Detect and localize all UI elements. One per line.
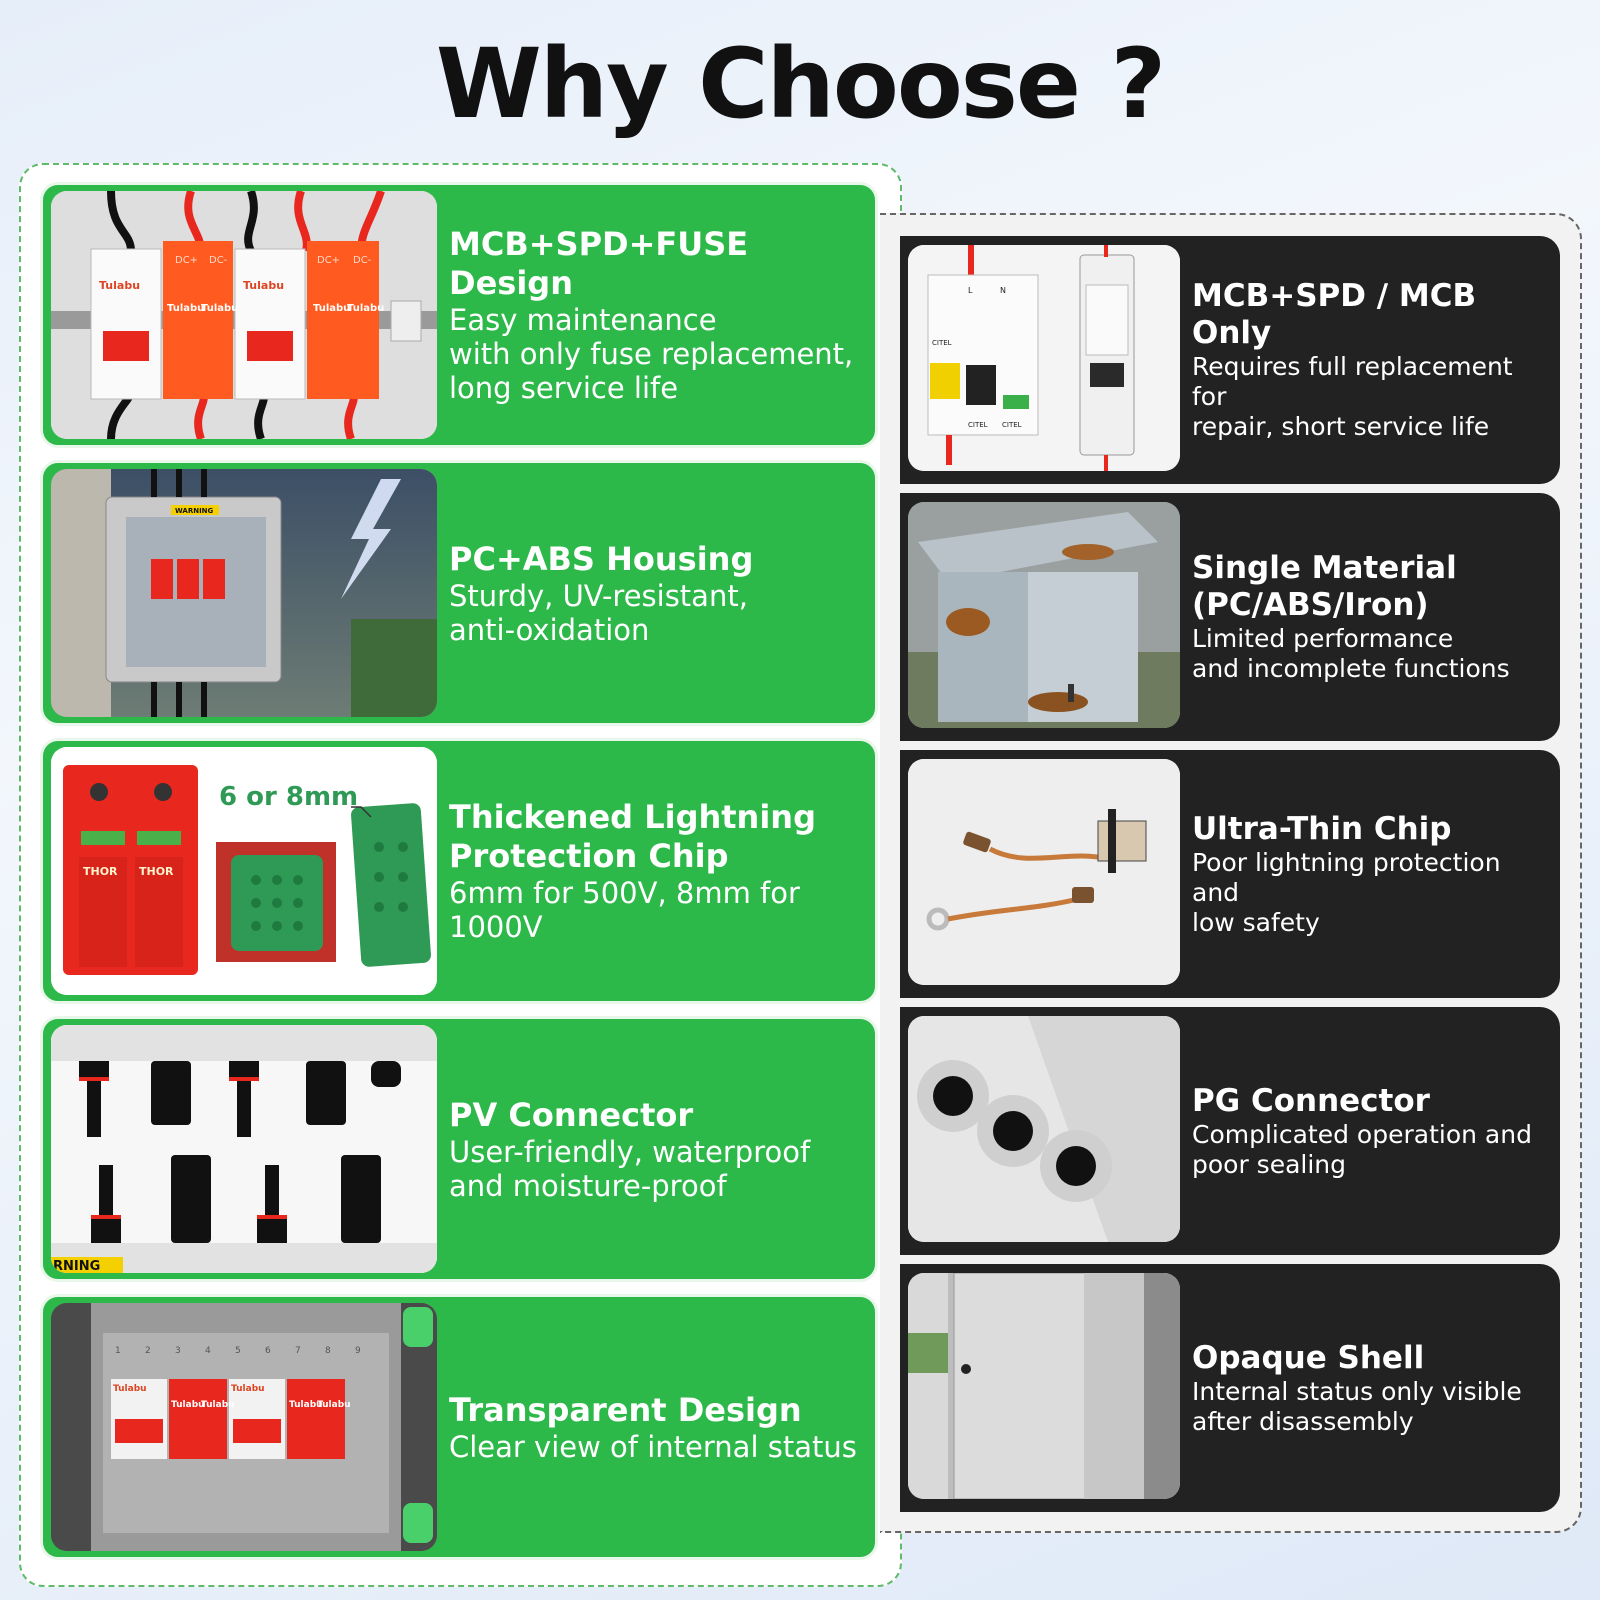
competitor-card-opaque-shell: Opaque Shell Internal status only visibl… (900, 1264, 1560, 1512)
feature-line: Sturdy, UV-resistant, (449, 578, 748, 613)
feature-card-pv-connector: RNING PV Connector User-friendly, waterp… (40, 1016, 878, 1282)
competitor-line: Requires full replacement for (1192, 352, 1513, 411)
feature-card-lightning-chip: THOR THOR 6 or 8mm Thickened Lightning P… (40, 738, 878, 1004)
thin-chip-illustration (908, 759, 1180, 985)
terminal-label: N (1000, 286, 1006, 295)
housing-illustration: WARNING (51, 469, 437, 717)
competitor-line: Complicated operation and (1192, 1119, 1532, 1149)
page-title: Why Choose ? (435, 28, 1166, 140)
brand-label: CITEL (968, 421, 988, 429)
competitor-card-pg-connector: PG Connector Complicated operation and p… (900, 1007, 1560, 1255)
mcb-spd-image: L N CITEL CITEL CITEL (908, 245, 1180, 471)
pv-connector-illustration: RNING (51, 1025, 437, 1273)
chip-image: THOR THOR 6 or 8mm (51, 747, 437, 995)
pv-connector-image: RNING (51, 1025, 437, 1273)
brand-label: Tulabu (171, 1400, 205, 1410)
opaque-shell-image (908, 1273, 1180, 1499)
slot-number: 2 (145, 1346, 151, 1356)
brand-label: Tulabu (243, 279, 284, 292)
thin-chip-image (908, 759, 1180, 985)
brand-label: Tulabu (313, 303, 350, 314)
feature-line: User-friendly, waterproof (449, 1134, 811, 1169)
competitor-line: after disassembly (1192, 1406, 1414, 1436)
feature-heading: Thickened Lightning Protection Chip (449, 798, 816, 875)
competitor-card-mcb-spd: L N CITEL CITEL CITEL MCB+SPD / MCB Only… (900, 236, 1560, 484)
polarity-tag: DC- (353, 255, 372, 266)
housing-storm-image: WARNING (51, 469, 437, 717)
competitor-line: and incomplete functions (1192, 654, 1510, 683)
competitor-line: low safety (1192, 907, 1320, 937)
pg-connector-illustration (908, 1016, 1180, 1242)
terminal-label: L (968, 286, 973, 295)
slot-number: 8 (325, 1346, 331, 1356)
competitor-line: poor sealing (1192, 1149, 1347, 1179)
feature-card-mcb-spd-fuse: Tulabu Tulabu Tulabu Tulabu Tulabu Tulab… (40, 182, 878, 448)
warning-label: WARNING (175, 507, 214, 515)
rusty-box-illustration (908, 502, 1180, 728)
competitor-card-single-material: Single Material (PC/ABS/Iron) Limited pe… (900, 493, 1560, 741)
brand-label: CITEL (932, 339, 952, 347)
polarity-tag: DC- (209, 255, 228, 266)
feature-card-pc-abs-housing: WARNING PC+ABS Housing Sturdy, UV-resist… (40, 460, 878, 726)
brand-label: Tulabu (347, 303, 384, 314)
brand-label: Tulabu (231, 1384, 265, 1394)
slot-number: 3 (175, 1346, 181, 1356)
competitor-heading: PG Connector (1192, 1082, 1430, 1119)
feature-line: 6mm for 500V, 8mm for 1000V (449, 876, 800, 944)
brand-label: Tulabu (113, 1384, 147, 1394)
feature-line: long service life (449, 371, 679, 405)
competitor-heading: Single Material (PC/ABS/Iron) (1192, 550, 1457, 623)
competitor-heading: Ultra-Thin Chip (1192, 810, 1452, 847)
competitor-line: Poor lightning protection and (1192, 847, 1501, 907)
feature-line: Clear view of internal status (449, 1429, 857, 1464)
competitor-heading: MCB+SPD / MCB Only (1192, 278, 1477, 351)
opaque-shell-illustration (908, 1273, 1180, 1499)
brand-label: Tulabu (167, 303, 204, 314)
brand-label: Tulabu (99, 279, 140, 292)
brand-label: THOR (139, 865, 174, 878)
feature-line: with only fuse replacement, (449, 337, 854, 371)
thickness-callout: 6 or 8mm (219, 782, 358, 812)
brand-label: Tulabu (201, 303, 238, 314)
competitor-line: Internal status only visible (1192, 1376, 1522, 1406)
slot-number: 1 (115, 1346, 121, 1356)
competitor-line: Limited performance (1192, 624, 1454, 653)
competitor-line: repair, short service life (1192, 412, 1490, 441)
breaker-panel-image: Tulabu Tulabu Tulabu Tulabu Tulabu Tulab… (51, 191, 437, 439)
transparent-box-image: 1 2 3 4 5 6 7 8 9 Tulabu Tulabu Tulabu T… (51, 1303, 437, 1551)
feature-line: and moisture-proof (449, 1168, 727, 1203)
slot-number: 9 (355, 1346, 361, 1356)
breaker-panel-illustration: Tulabu Tulabu Tulabu Tulabu Tulabu Tulab… (51, 191, 437, 439)
mcb-spd-illustration: L N CITEL CITEL CITEL (908, 245, 1180, 471)
brand-label: Tulabu (289, 1400, 323, 1410)
feature-card-transparent-design: 1 2 3 4 5 6 7 8 9 Tulabu Tulabu Tulabu T… (40, 1294, 878, 1560)
spd-chip-illustration: THOR THOR 6 or 8mm (51, 747, 437, 995)
polarity-tag: DC+ (317, 255, 340, 266)
feature-heading: PC+ABS Housing (449, 539, 754, 578)
feature-heading: PV Connector (449, 1095, 694, 1134)
slot-number: 7 (295, 1346, 301, 1356)
transparent-box-illustration: 1 2 3 4 5 6 7 8 9 Tulabu Tulabu Tulabu T… (51, 1303, 437, 1551)
slot-number: 6 (265, 1346, 271, 1356)
slot-number: 4 (205, 1346, 211, 1356)
brand-label: CITEL (1002, 421, 1022, 429)
polarity-tag: DC+ (175, 255, 198, 266)
competitor-heading: Opaque Shell (1192, 1339, 1425, 1376)
rusty-box-image (908, 502, 1180, 728)
feature-heading: MCB+SPD+FUSE Design (449, 225, 749, 302)
competitor-card-ultra-thin-chip: Ultra-Thin Chip Poor lightning protectio… (900, 750, 1560, 998)
brand-label: Tulabu (317, 1400, 351, 1410)
warning-label: RNING (53, 1259, 100, 1273)
brand-label: Tulabu (201, 1400, 235, 1410)
feature-line: Easy maintenance (449, 303, 717, 337)
brand-label: THOR (83, 865, 118, 878)
slot-number: 5 (235, 1346, 241, 1356)
pg-connector-image (908, 1016, 1180, 1242)
feature-line: anti-oxidation (449, 612, 650, 647)
feature-heading: Transparent Design (449, 1390, 802, 1429)
